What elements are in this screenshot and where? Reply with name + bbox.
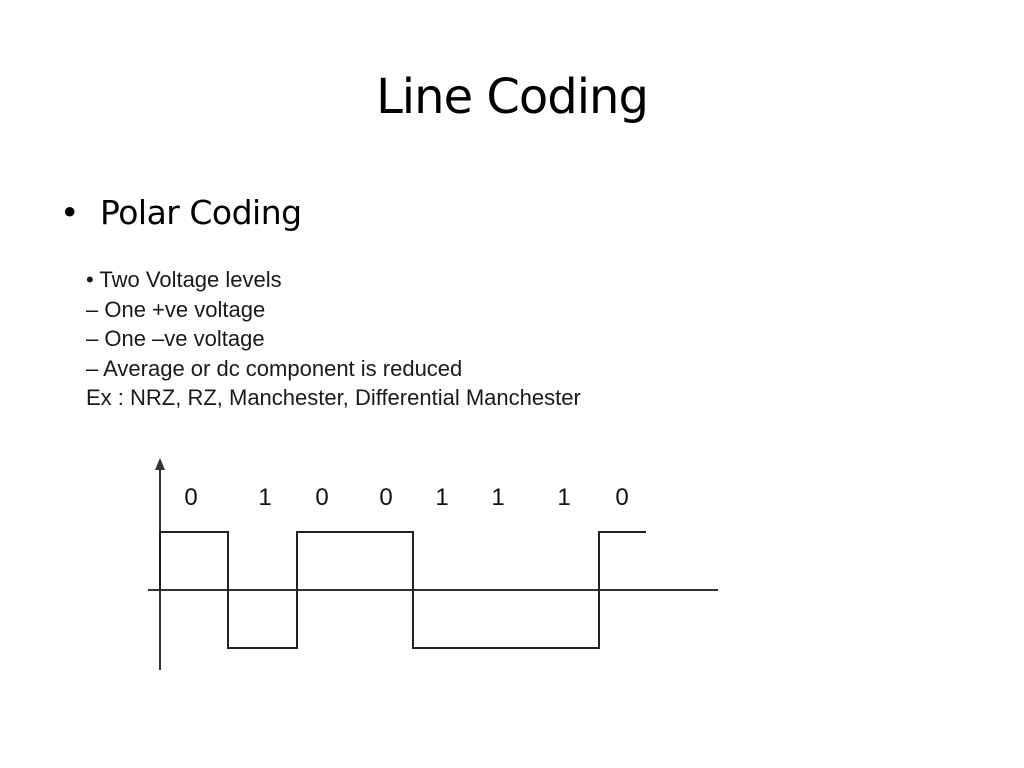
- bit-label: 0: [315, 484, 328, 511]
- bit-label: 0: [379, 484, 392, 511]
- detail-line: Ex : NRZ, RZ, Manchester, Differential M…: [86, 385, 581, 410]
- slide-title: Line Coding: [376, 69, 649, 125]
- bullet-polar-coding: • Polar Coding: [60, 190, 302, 236]
- bit-label: 1: [491, 484, 504, 511]
- detail-line: • Two Voltage levels: [86, 267, 282, 292]
- bit-label: 0: [615, 484, 628, 511]
- bullet-text: Polar Coding: [100, 193, 302, 232]
- axis-arrow-icon: [155, 458, 165, 470]
- bit-label: 1: [258, 484, 271, 511]
- polar-nrz-waveform: 0 1 0 0 1 1 1 0: [148, 458, 718, 670]
- polar-coding-details: • Two Voltage levels – One +ve voltage –…: [86, 265, 581, 413]
- detail-line: – Average or dc component is reduced: [86, 355, 463, 381]
- bullet-marker: •: [60, 193, 79, 232]
- detail-line: – One +ve voltage: [86, 296, 266, 322]
- signal-waveform: [159, 531, 646, 649]
- detail-line: – One –ve voltage: [86, 326, 265, 351]
- bit-label: 1: [557, 484, 570, 511]
- bit-label: 1: [435, 484, 448, 511]
- bit-label: 0: [184, 484, 197, 511]
- bit-labels: 0 1 0 0 1 1 1 0: [184, 484, 628, 511]
